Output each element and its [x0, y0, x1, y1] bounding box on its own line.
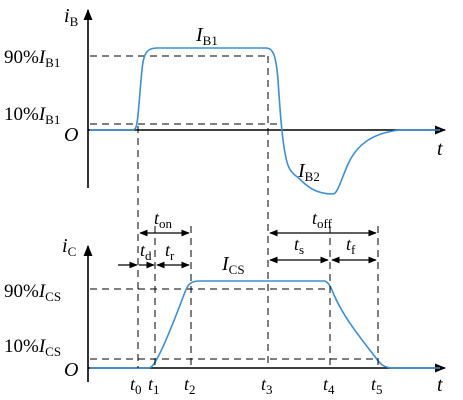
t1-label: t1 — [148, 374, 160, 397]
ic-waveform — [90, 280, 440, 369]
ib-time-label: t — [437, 138, 443, 160]
t2-label: t2 — [184, 374, 196, 397]
ton-label: ton — [154, 208, 173, 231]
t4-label: t4 — [323, 374, 335, 397]
t0-label: t0 — [130, 374, 142, 397]
ib-10pct-label: 10%IB1 — [4, 104, 60, 127]
ib-origin-label: O — [64, 124, 78, 146]
ic-origin-label: O — [64, 359, 78, 381]
ics-label: ICS — [221, 253, 245, 277]
ic-90pct-label: 90%ICS — [4, 281, 61, 304]
ic-10pct-label: 10%ICS — [4, 336, 61, 359]
ib1-label: IB1 — [195, 24, 218, 48]
ib-axis-label: iB — [64, 5, 79, 29]
ts-label: ts — [294, 234, 304, 257]
tf-label: tf — [346, 234, 356, 257]
t5-label: t5 — [371, 374, 383, 397]
ib-90pct-label: 90%IB1 — [4, 47, 60, 70]
t3-label: t3 — [261, 374, 273, 397]
tr-label: tr — [165, 240, 175, 263]
ic-time-label: t — [437, 374, 443, 396]
ib2-label: IB2 — [297, 160, 320, 184]
toff-label: toff — [312, 208, 333, 231]
td-label: td — [140, 240, 152, 263]
ic-axis-label: iC — [62, 235, 76, 259]
ib-waveform — [90, 47, 440, 195]
